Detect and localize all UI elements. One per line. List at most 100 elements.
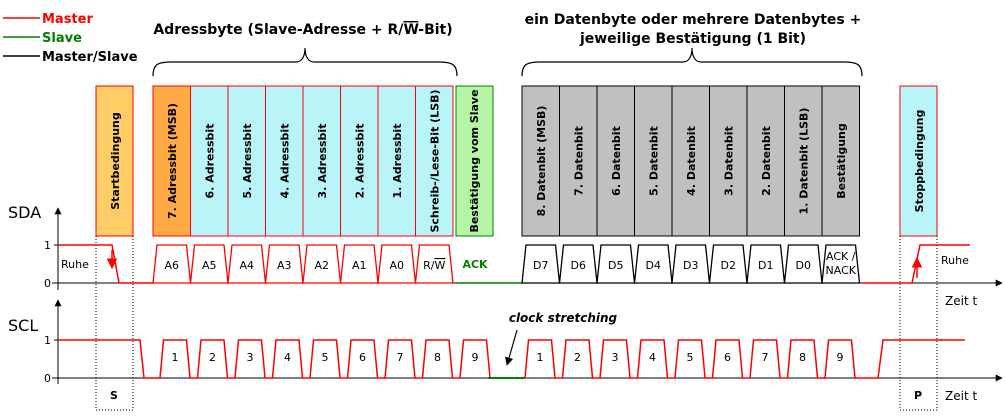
sda-address-bit-cell	[377, 244, 417, 284]
scl-clock-number: 2	[209, 351, 216, 364]
sda-data-bit-cell	[746, 244, 786, 284]
address-field-6: 1. Adressbit	[377, 85, 416, 237]
sda-data-bit-label: D7	[533, 259, 548, 272]
scl-clock-number: 8	[799, 351, 806, 364]
data-field-0: 8. Datenbit (MSB)	[521, 85, 560, 237]
sda-data-bit-cell	[558, 244, 598, 284]
scl-clock-number: 3	[247, 351, 254, 364]
scl-clock-number: 7	[762, 351, 769, 364]
scl-clock-number: 4	[284, 351, 291, 364]
address-field-6-label: 1. Adressbit	[391, 124, 404, 199]
sda-data-bit-label: D1	[758, 259, 773, 272]
scl-clock-number: 9	[837, 351, 844, 364]
address-field-4-label: 3. Adressbit	[316, 124, 329, 199]
scl-clock-number: 5	[322, 351, 329, 364]
address-group-title: Adressbyte (Slave-Adresse + R/W-Bit)	[153, 22, 452, 38]
sda-address-bit-cell	[339, 244, 379, 284]
scl-clock-number: 8	[434, 351, 441, 364]
clock-stretching-label: clock stretching	[509, 311, 618, 325]
sda-address-bit-label: A1	[352, 259, 367, 272]
data-field-7: 1. Datenbit (LSB)	[784, 85, 823, 237]
sda-idle-right-label: Ruhe	[941, 254, 969, 267]
address-fields: 7. Adressbit (MSB) 6. Adressbit 5. Adressb…	[152, 85, 454, 237]
sda-rw-bit-label: R/W	[423, 259, 445, 272]
scl-clock-number: 2	[574, 351, 581, 364]
scl-clock-number: 6	[724, 351, 731, 364]
sda-address-bit-cell	[264, 244, 304, 284]
scl-axes: SCL 1 0 Zeit t	[8, 299, 1003, 403]
sda-address-bit-label: A5	[202, 259, 217, 272]
legend: Master Slave Master/Slave	[3, 12, 138, 65]
address-field-1-label: 6. Adressbit	[203, 124, 216, 199]
stop-condition-label: Stoppbedingung	[913, 110, 926, 213]
scl-clock-number: 1	[172, 351, 179, 364]
sda-address-bit-label: A6	[164, 259, 179, 272]
address-field-5: 2. Adressbit	[340, 85, 379, 237]
start-condition-box: Startbedingung	[95, 85, 134, 237]
scl-clock-number: 3	[612, 351, 619, 364]
sda-ack-label: ACK	[462, 258, 488, 271]
address-field-0-label: 7. Adressbit (MSB)	[166, 103, 179, 219]
legend-master-label: Master	[42, 12, 93, 27]
sda-data-bit-label: D6	[571, 259, 586, 272]
sda-address-bit-cell	[152, 244, 192, 284]
sda-final-ack-label-line2: NACK	[826, 264, 857, 277]
data-group-brace	[521, 47, 863, 77]
start-condition-label: Startbedingung	[109, 112, 122, 210]
data-field-6-label: 2. Datenbit	[760, 126, 773, 196]
address-field-1: 6. Adressbit	[190, 85, 229, 237]
sda-address-bit-cell	[227, 244, 267, 284]
scl-clock-number: 7	[397, 351, 404, 364]
legend-master-slave-label: Master/Slave	[42, 50, 138, 65]
scl-tick-low-label: 0	[44, 372, 51, 385]
sda-address-bit-cell	[189, 244, 229, 284]
address-field-7-label: Schreib-/Lese-Bit (LSB)	[428, 89, 441, 232]
address-field-2: 5. Adressbit	[227, 85, 266, 237]
data-field-8-label: Bestätigung	[835, 123, 848, 199]
data-field-7-label: 1. Datenbit (LSB)	[797, 108, 810, 215]
address-field-4: 3. Adressbit	[302, 85, 341, 237]
sda-address-bit-label: A2	[314, 259, 329, 272]
data-field-0-label: 8. Datenbit (MSB)	[535, 106, 548, 217]
address-field-0: 7. Adressbit (MSB)	[152, 85, 191, 237]
scl-clock-number: 9	[472, 351, 479, 364]
clock-stretching-arrow	[505, 329, 518, 366]
data-field-3-label: 5. Datenbit	[647, 126, 660, 196]
slave-ack-label: Bestätigung vom Slave	[468, 89, 481, 232]
sda-address-bit-label: A4	[239, 259, 254, 272]
sda-idle-left-label: Ruhe	[61, 258, 89, 271]
address-field-3: 4. Adressbit	[265, 85, 304, 237]
address-field-7: Schreib-/Lese-Bit (LSB)	[415, 85, 454, 237]
sda-data-bit-label: D4	[646, 259, 661, 272]
start-marker: S	[110, 389, 118, 402]
scl-tick-high-label: 1	[44, 334, 51, 347]
sda-data-bit-cell	[708, 244, 748, 284]
sda-tick-high-label: 1	[44, 239, 51, 252]
scl-clock-number: 1	[537, 351, 544, 364]
data-fields: 8. Datenbit (MSB) 7. Datenbit 6. Datenbit 5…	[521, 85, 860, 237]
data-group-title-line1: ein Datenbyte oder mehrere Datenbytes +	[525, 12, 862, 28]
sda-data-bit-label: D3	[683, 259, 698, 272]
address-group-brace	[152, 47, 458, 77]
scl-axis-name: SCL	[8, 316, 38, 335]
sda-data-bit-label: D0	[796, 259, 811, 272]
data-field-5-label: 3. Datenbit	[722, 126, 735, 196]
stop-condition-box: Stoppbedingung	[899, 85, 938, 237]
data-field-2-label: 6. Datenbit	[610, 126, 623, 196]
stop-marker: P	[914, 389, 922, 402]
sda-data-bit-label: D5	[608, 259, 623, 272]
address-field-3-label: 4. Adressbit	[278, 124, 291, 199]
data-field-1: 7. Datenbit	[559, 85, 598, 237]
scl-clock-number: 6	[359, 351, 366, 364]
scl-clock-number: 5	[687, 351, 694, 364]
address-field-2-label: 5. Adressbit	[241, 124, 254, 199]
slave-ack-box: Bestätigung vom Slave	[455, 85, 494, 237]
sda-data-bit-label: D2	[721, 259, 736, 272]
sda-data-bit-cell	[596, 244, 636, 284]
